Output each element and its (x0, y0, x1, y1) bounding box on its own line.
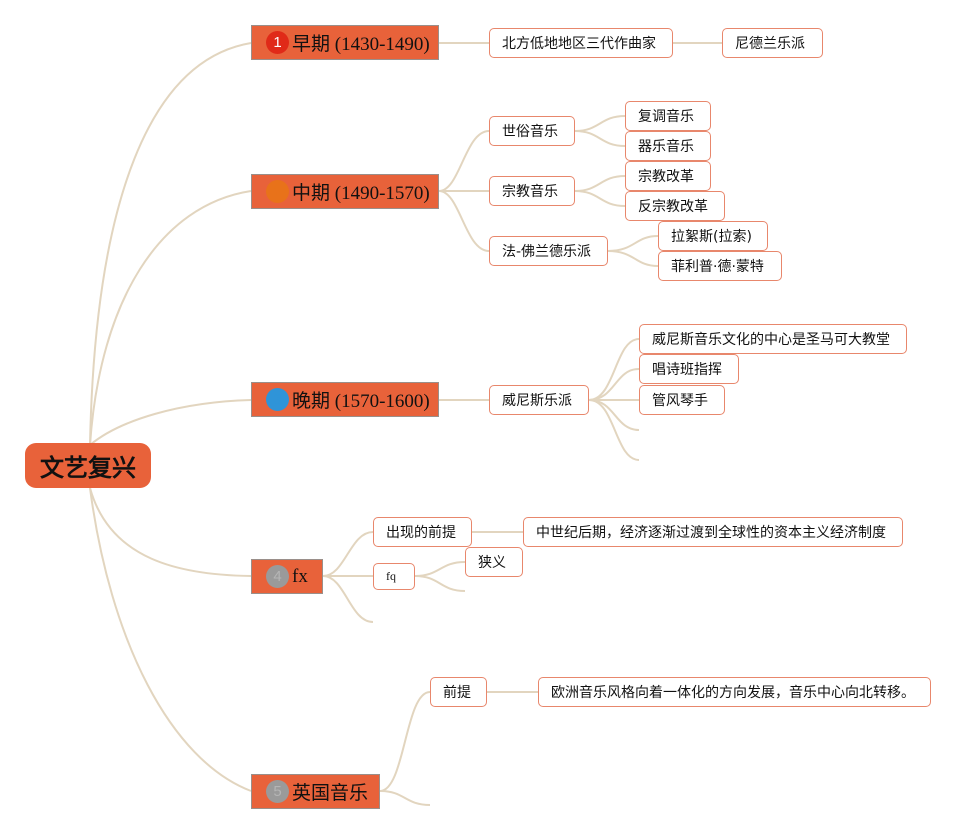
number-badge-1: 1 (266, 31, 289, 54)
branch-early-label: 早期 (1430-1490) (292, 34, 430, 55)
branch-english-music-label: 英国音乐 (292, 783, 369, 804)
root-topic[interactable]: 文艺复兴 (25, 443, 151, 488)
node-instrumental-music[interactable]: 器乐音乐 (625, 131, 711, 161)
branch-middle[interactable]: 2 中期 (1490-1570) (251, 174, 439, 209)
branch-early[interactable]: 1 早期 (1430-1490) (251, 25, 439, 60)
branch-fx-label: fx (292, 565, 308, 587)
node-netherlands-school[interactable]: 尼德兰乐派 (722, 28, 823, 58)
branch-middle-label: 中期 (1490-1570) (292, 183, 430, 204)
node-choir-director[interactable]: 唱诗班指挥 (639, 354, 739, 384)
node-premise[interactable]: 前提 (430, 677, 487, 707)
node-polyphony[interactable]: 复调音乐 (625, 101, 711, 131)
node-st-marks-center[interactable]: 威尼斯音乐文化的中心是圣马可大教堂 (639, 324, 907, 354)
number-badge-4: 4 (266, 565, 289, 588)
branch-english-music[interactable]: 5 英国音乐 (251, 774, 380, 809)
node-philippe-de-monte[interactable]: 菲利普·德·蒙特 (658, 251, 782, 281)
node-secular-music[interactable]: 世俗音乐 (489, 116, 575, 146)
node-narrow-sense[interactable]: 狭义 (465, 547, 523, 577)
node-venetian-school[interactable]: 威尼斯乐派 (489, 385, 589, 415)
node-northern-composers[interactable]: 北方低地地区三代作曲家 (489, 28, 673, 58)
node-emergence-premise[interactable]: 出现的前提 (373, 517, 472, 547)
node-religious-music[interactable]: 宗教音乐 (489, 176, 575, 206)
node-lasso[interactable]: 拉絮斯(拉索) (658, 221, 768, 251)
branch-late[interactable]: 3 晚期 (1570-1600) (251, 382, 439, 417)
node-capitalist-economy[interactable]: 中世纪后期，经济逐渐过渡到全球性的资本主义经济制度 (523, 517, 903, 547)
branch-late-label: 晚期 (1570-1600) (292, 391, 430, 412)
node-counter-reformation[interactable]: 反宗教改革 (625, 191, 725, 221)
node-reformation[interactable]: 宗教改革 (625, 161, 711, 191)
root-topic-label: 文艺复兴 (40, 454, 136, 482)
number-badge-5: 5 (266, 780, 289, 803)
node-fq[interactable]: fq (373, 563, 415, 590)
branch-fx[interactable]: 4 fx (251, 559, 323, 594)
number-badge-2: 2 (266, 180, 289, 203)
node-organist[interactable]: 管风琴手 (639, 385, 725, 415)
node-franco-flemish-school[interactable]: 法-佛兰德乐派 (489, 236, 608, 266)
number-badge-3: 3 (266, 388, 289, 411)
node-european-style-unification[interactable]: 欧洲音乐风格向着一体化的方向发展，音乐中心向北转移。 (538, 677, 931, 707)
